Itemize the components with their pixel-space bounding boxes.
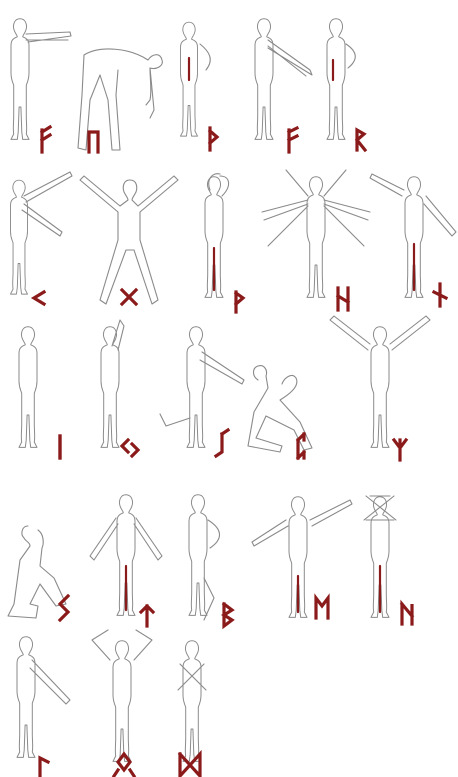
figure-ansuz	[255, 19, 312, 140]
pose-laguz	[17, 637, 70, 776]
pose-dagaz	[178, 641, 206, 776]
figure-othala	[92, 630, 152, 761]
pose-jera	[101, 320, 138, 456]
pose-kenaz	[11, 172, 73, 304]
hagalaz-rune-icon	[338, 288, 348, 310]
mannaz-rune-icon	[402, 604, 412, 624]
figure-uruz	[78, 49, 162, 150]
pose-eihwaz	[160, 327, 244, 456]
uruz-rune-icon	[89, 132, 98, 152]
eihwaz-rune-icon	[216, 430, 228, 456]
pose-gebo	[80, 176, 178, 304]
figure-sowilo	[8, 526, 66, 618]
pose-nauthiz	[370, 174, 456, 306]
figure-dagaz	[178, 641, 206, 762]
figure-kenaz	[11, 172, 73, 294]
pose-uruz	[78, 49, 162, 152]
raidho-rune-icon	[357, 130, 365, 150]
ansuz-rune-icon	[289, 128, 297, 152]
pose-othala	[92, 630, 152, 776]
ehwaz-rune-icon	[316, 598, 328, 618]
pose-ehwaz	[252, 497, 352, 618]
pose-raidho	[327, 19, 365, 150]
pose-hagalaz	[262, 170, 370, 310]
figure-ehwaz	[252, 497, 352, 618]
pose-isa	[19, 327, 60, 458]
figure-hagalaz	[262, 170, 370, 297]
figure-gebo	[80, 176, 178, 304]
jera-rune-icon	[122, 440, 138, 456]
figure-jera	[101, 320, 124, 447]
laguz-rune-icon	[40, 758, 48, 776]
pose-ansuz	[255, 19, 312, 152]
nauthiz-rune-icon	[434, 284, 446, 306]
figure-laguz	[17, 637, 70, 758]
figure-algiz	[330, 316, 430, 447]
tiwaz-rune-icon	[141, 606, 153, 626]
pose-tiwaz	[90, 495, 162, 626]
fehu-rune-icon	[42, 127, 50, 152]
algiz-rune-icon	[394, 440, 406, 460]
perthro-rune-icon	[298, 434, 304, 458]
figure-berkano	[189, 495, 220, 620]
figure-fehu	[11, 19, 71, 140]
figure-raidho	[327, 19, 355, 140]
pose-sowilo	[8, 526, 68, 620]
kenaz-rune-icon	[34, 292, 44, 304]
gebo-rune-icon	[122, 290, 136, 304]
figure-thurisaz	[181, 22, 211, 136]
pose-algiz	[330, 316, 430, 460]
figure-eihwaz	[160, 327, 244, 448]
wunjo-rune-icon	[236, 292, 243, 312]
thurisaz-rune-icon	[210, 128, 217, 150]
pose-mannaz	[364, 496, 412, 624]
pose-berkano	[189, 495, 232, 626]
pose-thurisaz	[181, 22, 218, 150]
pose-perthro	[248, 366, 312, 458]
pose-wunjo	[205, 174, 243, 312]
figure-wunjo	[205, 174, 229, 298]
sowilo-rune-icon	[60, 596, 68, 620]
figure-isa	[19, 327, 37, 448]
pose-fehu	[11, 19, 71, 152]
berkano-rune-icon	[224, 604, 232, 626]
